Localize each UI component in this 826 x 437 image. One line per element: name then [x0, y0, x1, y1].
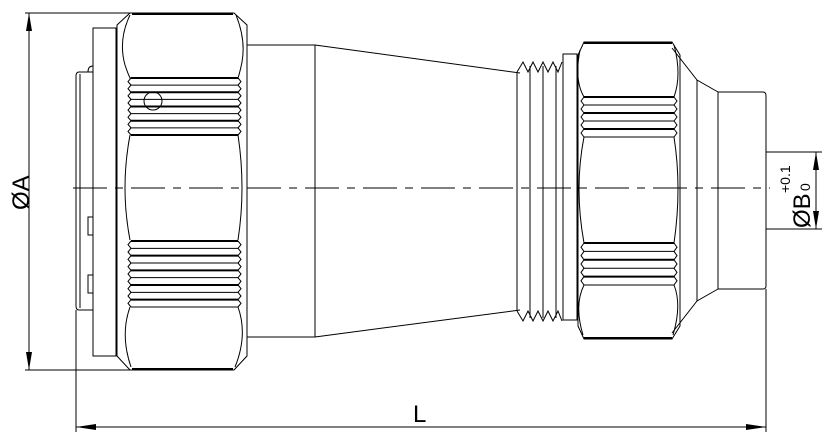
groove-edge: [127, 270, 242, 278]
groove-edge: [580, 96, 678, 106]
groove-edge: [127, 277, 242, 286]
groove-edge: [127, 77, 242, 86]
groove-edge: [127, 284, 242, 293]
groove-edge: [127, 127, 242, 136]
groove-edge: [127, 91, 242, 100]
groove-edge: [127, 240, 242, 249]
dimension-b-upper-tolerance: +0.1: [777, 165, 793, 193]
dimension-l-label: L: [413, 401, 426, 428]
groove-edge: [127, 299, 242, 308]
ring: [562, 53, 578, 321]
groove-edge: [127, 113, 242, 122]
dimension-b: ØB +0.1 0: [766, 151, 822, 230]
dimension-a-label: ØA: [8, 175, 35, 210]
groove-edge: [127, 262, 242, 271]
dimension-a: ØA: [8, 12, 145, 371]
groove-edge: [580, 112, 678, 122]
groove-edge: [580, 259, 678, 269]
groove-edge: [127, 255, 242, 264]
thread: [516, 60, 563, 323]
dimension-b-lower-tolerance: 0: [797, 183, 813, 191]
flange: [92, 27, 117, 357]
groove-edge: [580, 120, 678, 130]
groove-edge: [580, 128, 678, 138]
groove-edge: [127, 120, 242, 129]
groove-edge: [127, 292, 242, 300]
groove-edge: [127, 106, 242, 114]
groove-edge: [127, 99, 242, 107]
groove-edge: [580, 276, 678, 286]
adapter-body: [247, 44, 521, 338]
cable-gland: [671, 47, 767, 334]
dimension-l: L: [75, 289, 767, 432]
groove-edge: [580, 242, 678, 252]
coupling-nut: [116, 12, 248, 371]
groove-edge: [580, 251, 678, 261]
groove-edge: [580, 104, 678, 114]
groove-edge: [127, 248, 242, 256]
cable-nut: [577, 41, 681, 340]
groove-edge: [127, 84, 242, 93]
dimension-b-label: ØB: [789, 193, 816, 228]
groove-edge: [580, 267, 678, 277]
